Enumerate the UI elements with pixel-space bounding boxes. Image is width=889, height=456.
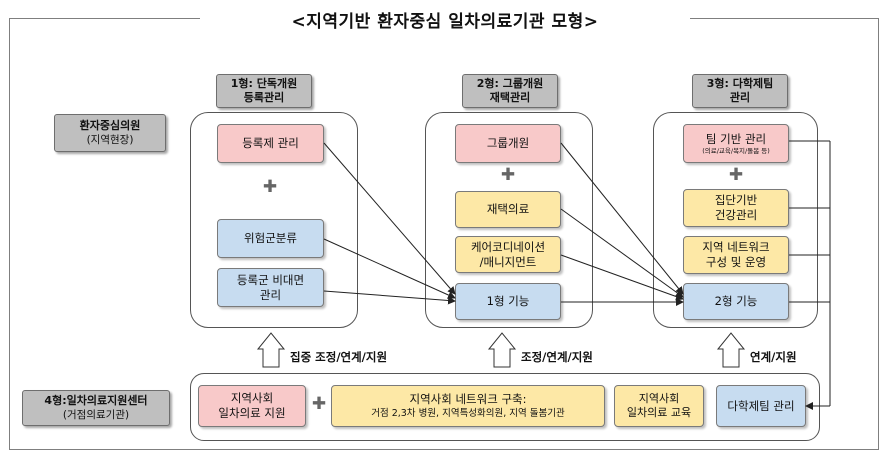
up-arrow-icon — [716, 332, 746, 368]
box-label-line2: /매니지먼트 — [479, 254, 537, 269]
model-header-line2: 관리 — [729, 91, 751, 104]
row-label-patient-centered-clinic: 환자중심의원 (지역현장) — [54, 114, 166, 152]
model-header-line1: 2형: 그룹개원 — [476, 77, 544, 90]
up-arrow-icon — [487, 332, 517, 368]
model-header-type1: 1형: 단독개원 등록관리 — [216, 74, 312, 108]
up-arrow-icon — [256, 332, 286, 368]
box-label-line1: 지역사회 — [230, 391, 274, 405]
box-group-practice: 그룹개원 — [455, 124, 561, 163]
box-care-coordination: 케어코디네이션 /매니지먼트 — [455, 236, 561, 273]
box-label: 그룹개원 — [486, 136, 530, 150]
model-header-type2: 2형: 그룹개원 재택관리 — [462, 74, 558, 108]
box-risk-classification: 위험군분류 — [217, 219, 324, 258]
plus-icon: ✚ — [311, 394, 327, 414]
arrow-registration-to-type1 — [323, 142, 456, 295]
title-background — [200, 6, 690, 34]
box-label-line1: 지역사회 네트워크 구축: — [409, 392, 527, 406]
box-label: 등록제 관리 — [242, 136, 299, 150]
row-label-support-center: 4형:일차의료지원센터 (거점의료기관) — [22, 390, 170, 426]
plus-icon: ✚ — [262, 177, 278, 197]
arrow-group-to-type2 — [560, 142, 684, 295]
arrow-coordination-to-type2 — [560, 254, 684, 301]
box-label: 2형 기능 — [714, 294, 758, 308]
model-header-line2: 등록관리 — [243, 91, 285, 104]
row-label-subtitle: (거점의료기관) — [62, 409, 130, 421]
box-registration-management: 등록제 관리 — [217, 124, 324, 163]
box-label-line2: 일차의료 교육 — [626, 406, 692, 419]
box-label-line2: 건강관리 — [714, 208, 758, 222]
box-label-line1: 케어코디네이션 — [470, 239, 546, 254]
box-label: 1형 기능 — [486, 294, 530, 308]
box-remote-management: 등록군 비대면 관리 — [217, 268, 324, 307]
arrow-label-type3: 연계/지원 — [750, 350, 797, 364]
box-label-line1: 팀 기반 관리 — [705, 132, 767, 146]
box-label: 재택의료 — [486, 202, 530, 216]
box-label-line2: 관리 — [259, 287, 282, 302]
arrow-homecare-to-type2 — [560, 208, 684, 298]
box-label-line1: 집단기반 — [714, 193, 758, 207]
arrow-risk-to-type1 — [323, 238, 456, 299]
box-local-network: 지역 네트워크 구성 및 운영 — [683, 236, 789, 274]
model-header-type3: 3형: 다학제팀 관리 — [692, 74, 788, 108]
box-type1-function: 1형 기능 — [455, 283, 561, 320]
box-team-based-management: 팀 기반 관리 (의료/교육/복지/돌봄 등) — [683, 124, 789, 163]
model-header-line1: 1형: 단독개원 — [230, 77, 298, 90]
box-community-network: 지역사회 네트워크 구축: 거점 2,3차 병원, 지역특성화의원, 지역 돌봄… — [331, 385, 605, 427]
box-label: 다학제팀 관리 — [727, 398, 795, 413]
row-label-subtitle: (지역현장) — [86, 134, 134, 146]
box-population-health: 집단기반 건강관리 — [683, 189, 789, 227]
row-label-title: 환자중심의원 — [79, 119, 141, 132]
box-label-line2: 구성 및 운영 — [705, 255, 767, 269]
box-label-line1: 등록군 비대면 — [236, 272, 305, 287]
model-header-line2: 재택관리 — [489, 91, 531, 104]
box-label-line2: (의료/교육/복지/돌봄 등) — [702, 147, 770, 155]
row-label-title: 4형:일차의료지원센터 — [44, 394, 148, 407]
arrow-label-type2: 조정/연계/지원 — [521, 350, 593, 364]
plus-icon: ✚ — [728, 165, 744, 185]
arrow-label-type1: 집중 조정/연계/지원 — [290, 350, 388, 364]
box-label-line2: 거점 2,3차 병원, 지역특성화의원, 지역 돌봄기관 — [371, 408, 565, 419]
box-label-line2: 일차의료 지원 — [218, 406, 286, 420]
box-multidisciplinary-team: 다학제팀 관리 — [716, 385, 806, 427]
page-title: <지역기반 환자중심 일차의료기관 모형> — [291, 12, 599, 32]
plus-icon: ✚ — [500, 165, 516, 185]
box-label-line1: 지역사회 — [638, 392, 680, 405]
arrow-remote-to-type1 — [323, 290, 456, 305]
box-label: 위험군분류 — [244, 231, 297, 245]
box-home-care: 재택의료 — [455, 191, 561, 228]
box-community-primary-care-support: 지역사회 일차의료 지원 — [198, 385, 306, 427]
box-label-line1: 지역 네트워크 — [702, 240, 770, 254]
box-community-education: 지역사회 일차의료 교육 — [614, 385, 704, 427]
model-header-line1: 3형: 다학제팀 — [706, 77, 774, 90]
